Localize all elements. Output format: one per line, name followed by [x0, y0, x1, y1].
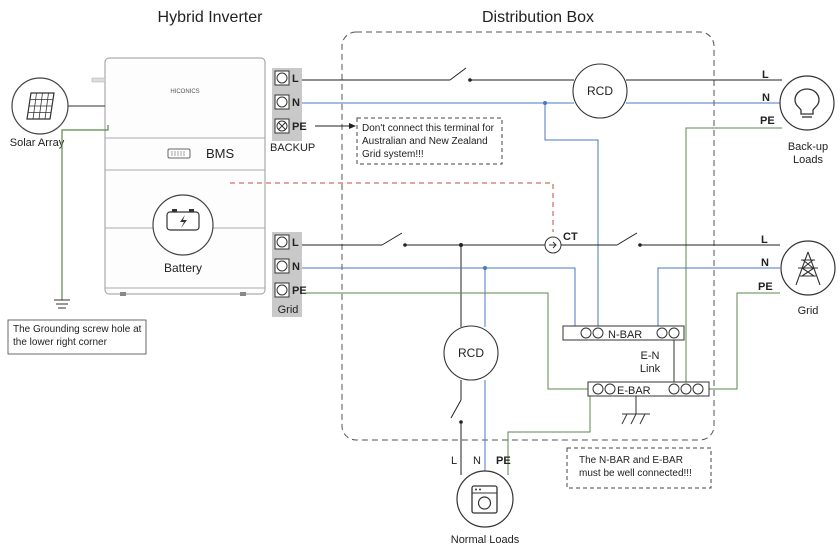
solar-panel-icon: [26, 92, 55, 120]
earth-ground-icon: [621, 396, 650, 425]
grid-pe-label: PE: [292, 285, 307, 297]
inverter-title: Hybrid Inverter: [158, 9, 264, 26]
normal-loads-pe: PE: [496, 455, 511, 467]
backup-n-line: [302, 101, 782, 327]
rcd-backup: [572, 63, 628, 119]
solar-array-label: Solar Array: [10, 137, 65, 149]
bms-label: BMS: [206, 146, 235, 161]
lightbulb-icon: [794, 88, 820, 118]
grid-source-n: N: [761, 257, 769, 269]
backup-loads: Back-up Loads: [779, 75, 835, 166]
solar-array: Solar Array: [10, 77, 69, 149]
backup-loads-label-1: Back-up: [788, 141, 828, 153]
backup-l-line: [302, 67, 782, 82]
hybrid-inverter: HICONICS BMS Battery: [91, 57, 266, 296]
grid-source: Grid: [780, 240, 836, 317]
backup-label: BACKUP: [270, 142, 315, 154]
battery-icon: [166, 209, 200, 231]
pe-warning-box: [356, 117, 503, 165]
backup-l-label: L: [292, 73, 299, 85]
grid-n-line: [302, 266, 780, 327]
n-bar: N-BAR: [562, 325, 685, 341]
n-bar-label: N-BAR: [608, 329, 642, 341]
normal-loads-wiring: [450, 380, 591, 475]
rcd-backup-label: RCD: [587, 84, 613, 98]
ct-signal-line: [230, 182, 554, 232]
grid-n-label: N: [292, 261, 300, 273]
inverter-brand: HICONICS: [170, 89, 199, 95]
backup-loads-l: L: [762, 69, 769, 81]
grid-source-l: L: [761, 234, 768, 246]
battery-label: Battery: [164, 261, 202, 275]
rcd-normal-label: RCD: [458, 346, 484, 360]
backup-loads-label-2: Loads: [793, 154, 823, 166]
backup-terminal-block: L N PE BACKUP: [270, 68, 315, 154]
grounding-note: The Grounding screw hole at the lower ri…: [13, 324, 142, 348]
bms-indicator: [167, 148, 191, 159]
backup-pe-label: PE: [292, 121, 307, 133]
grid-pe-wire: [302, 292, 590, 390]
normal-loads: Normal Loads: [451, 470, 520, 546]
transmission-tower-icon: [795, 251, 821, 286]
backup-loads-pe: PE: [760, 115, 775, 127]
e-bar-label: E-BAR: [617, 385, 651, 397]
normal-loads-label: Normal Loads: [451, 534, 520, 546]
grid-port-label: Grid: [278, 304, 299, 316]
washing-machine-icon: [471, 485, 498, 514]
grid-side-pe-wire: [706, 292, 780, 390]
ct-label: CT: [563, 231, 578, 243]
backup-pe-wire: [685, 127, 782, 385]
pe-warning-note: Don't connect this terminal for Australi…: [362, 123, 494, 160]
normal-loads-n: N: [473, 455, 481, 467]
e-bar: E-BAR: [587, 381, 710, 397]
grid-label: Grid: [798, 305, 819, 317]
normal-loads-l: L: [451, 455, 457, 467]
grid-l-line: [302, 232, 780, 327]
distribution-box-title: Distribution Box: [482, 9, 594, 26]
backup-n-label: N: [292, 97, 300, 109]
rcd-normal: [443, 325, 499, 381]
distribution-box-outline: [341, 31, 715, 441]
en-link-label-2: Link: [640, 363, 661, 375]
inverter-ground-wire: [54, 125, 109, 309]
en-link-label-1: E-N: [641, 350, 660, 362]
bar-connection-note: The N-BAR and E-BAR must be well connect…: [579, 455, 692, 479]
grid-terminal-block: L N PE Grid: [272, 232, 307, 317]
grid-source-pe: PE: [758, 281, 773, 293]
grid-l-label: L: [292, 237, 299, 249]
bar-note-box: [566, 447, 712, 489]
grounding-note-box: [7, 319, 147, 355]
backup-loads-n: N: [762, 92, 770, 104]
